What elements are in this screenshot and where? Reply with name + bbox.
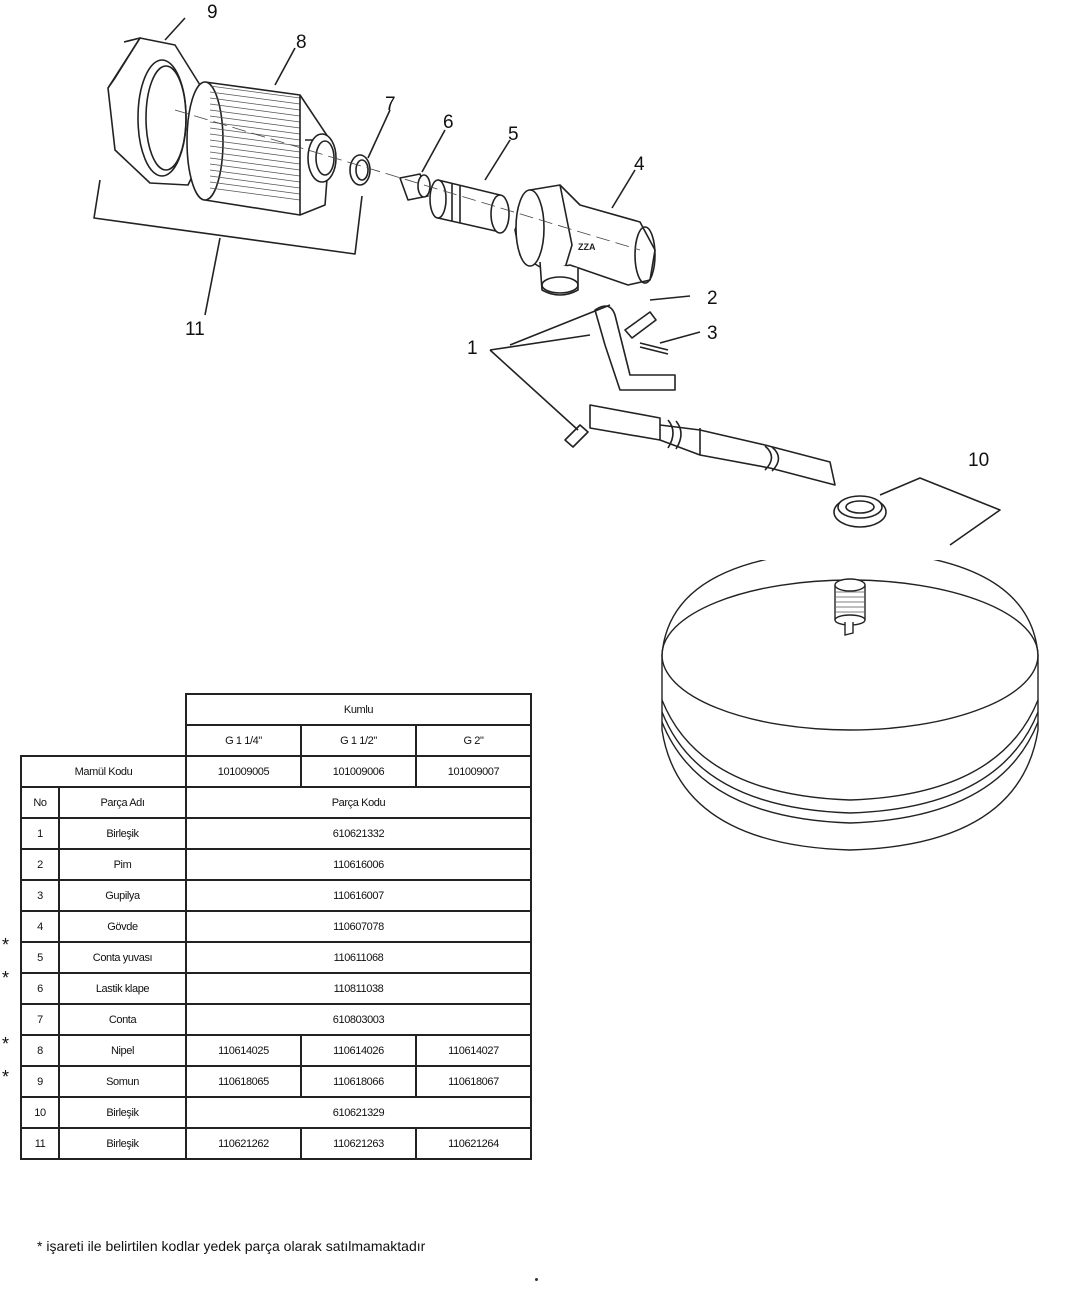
table-row: 10 Birleşik 610621329 <box>20 1096 532 1129</box>
product-code-label: Mamül Kodu <box>20 755 187 788</box>
row-no: 4 <box>20 910 60 943</box>
table-row: 7 Conta 610803003 <box>20 1003 532 1036</box>
table-row: 2 Pim 110616006 <box>20 848 532 881</box>
no-header: No <box>20 786 60 819</box>
table-row: 3 Gupilya 110616007 <box>20 879 532 912</box>
part-9-nut <box>107 37 206 186</box>
row-code: 110811038 <box>185 972 532 1005</box>
row-name: Conta yuvası <box>58 941 187 974</box>
row-code: 110614026 <box>300 1034 417 1067</box>
not-sold-marker: * <box>2 935 10 955</box>
row-name: Lastik klape <box>58 972 187 1005</box>
size-header: G 2" <box>415 724 532 757</box>
table-row: 5 Conta yuvası 110611068 <box>20 941 532 974</box>
callout-9: 9 <box>207 2 218 23</box>
row-code: 110614025 <box>185 1034 302 1067</box>
part-4-body: ZZA <box>514 184 656 296</box>
row-name: Pim <box>58 848 187 881</box>
row-no: 6 <box>20 972 60 1005</box>
callout-4: 4 <box>634 154 645 175</box>
size-header: G 1 1/2" <box>300 724 417 757</box>
callout-1: 1 <box>467 338 478 359</box>
row-name: Birleşik <box>58 1127 187 1160</box>
float-tank-drawing <box>661 560 1039 851</box>
footnote: * işareti ile belirtilen kodlar yedek pa… <box>37 1238 426 1254</box>
row-code: 110618065 <box>185 1065 302 1098</box>
table-row: 9 Somun 110618065 110618066 110618067 <box>20 1065 532 1098</box>
row-no: 9 <box>20 1065 60 1098</box>
row-no: 8 <box>20 1034 60 1067</box>
callout-5: 5 <box>508 124 519 145</box>
table-row: 11 Birleşik 110621262 110621263 11062126… <box>20 1127 532 1160</box>
callout-10: 10 <box>968 450 989 471</box>
callout-8: 8 <box>296 32 307 53</box>
callout-7: 7 <box>385 94 396 115</box>
not-sold-marker: * <box>2 1067 10 1087</box>
row-name: Gupilya <box>58 879 187 912</box>
callout-6: 6 <box>443 112 454 133</box>
row-name: Conta <box>58 1003 187 1036</box>
row-name: Somun <box>58 1065 187 1098</box>
stray-dot <box>535 1278 538 1281</box>
row-no: 1 <box>20 817 60 850</box>
row-code: 110621262 <box>185 1127 302 1160</box>
parts-table: Kumlu G 1 1/4" G 1 1/2" G 2" Mamül Kodu … <box>20 693 532 1160</box>
exploded-view-drawing: ZZA <box>93 2 1001 546</box>
part-6-rubber-flap <box>399 173 431 201</box>
not-sold-marker: * <box>2 1034 10 1054</box>
svg-text:ZZA: ZZA <box>578 242 596 252</box>
row-code: 110618066 <box>300 1065 417 1098</box>
part-7-seal <box>349 154 371 186</box>
row-code: 610621332 <box>185 817 532 850</box>
row-no: 10 <box>20 1096 60 1129</box>
row-code: 110618067 <box>415 1065 532 1098</box>
row-code: 610803003 <box>185 1003 532 1036</box>
row-name: Nipel <box>58 1034 187 1067</box>
row-code: 110621264 <box>415 1127 532 1160</box>
row-no: 2 <box>20 848 60 881</box>
product-code: 101009005 <box>185 755 302 788</box>
row-no: 7 <box>20 1003 60 1036</box>
row-no: 11 <box>20 1127 60 1160</box>
callout-2: 2 <box>707 288 718 309</box>
size-header: G 1 1/4" <box>185 724 302 757</box>
part-code-header: Parça Kodu <box>185 786 532 819</box>
part-10-nut <box>833 495 887 528</box>
product-code: 101009006 <box>300 755 417 788</box>
row-name: Birleşik <box>58 1096 187 1129</box>
group-header: Kumlu <box>185 693 532 726</box>
table-row: 6 Lastik klape 110811038 <box>20 972 532 1005</box>
row-code: 110611068 <box>185 941 532 974</box>
callout-11: 11 <box>185 319 205 340</box>
table-row: 4 Gövde 110607078 <box>20 910 532 943</box>
part-2-pin <box>624 311 657 339</box>
product-code: 101009007 <box>415 755 532 788</box>
row-code: 110621263 <box>300 1127 417 1160</box>
part-name-header: Parça Adı <box>58 786 187 819</box>
part-1-lever-assembly <box>564 305 836 486</box>
part-3-split-pin <box>639 342 669 355</box>
part-8-nipple <box>186 81 337 216</box>
part-5-seal-seat <box>429 179 510 234</box>
table-row: 1 Birleşik 610621332 <box>20 817 532 850</box>
callout-3: 3 <box>707 323 718 344</box>
table-row: 8 Nipel 110614025 110614026 110614027 <box>20 1034 532 1067</box>
row-name: Gövde <box>58 910 187 943</box>
not-sold-marker: * <box>2 968 10 988</box>
row-code: 110616007 <box>185 879 532 912</box>
row-code: 110616006 <box>185 848 532 881</box>
row-no: 3 <box>20 879 60 912</box>
row-code: 110607078 <box>185 910 532 943</box>
row-no: 5 <box>20 941 60 974</box>
row-code: 110614027 <box>415 1034 532 1067</box>
row-code: 610621329 <box>185 1096 532 1129</box>
row-name: Birleşik <box>58 817 187 850</box>
